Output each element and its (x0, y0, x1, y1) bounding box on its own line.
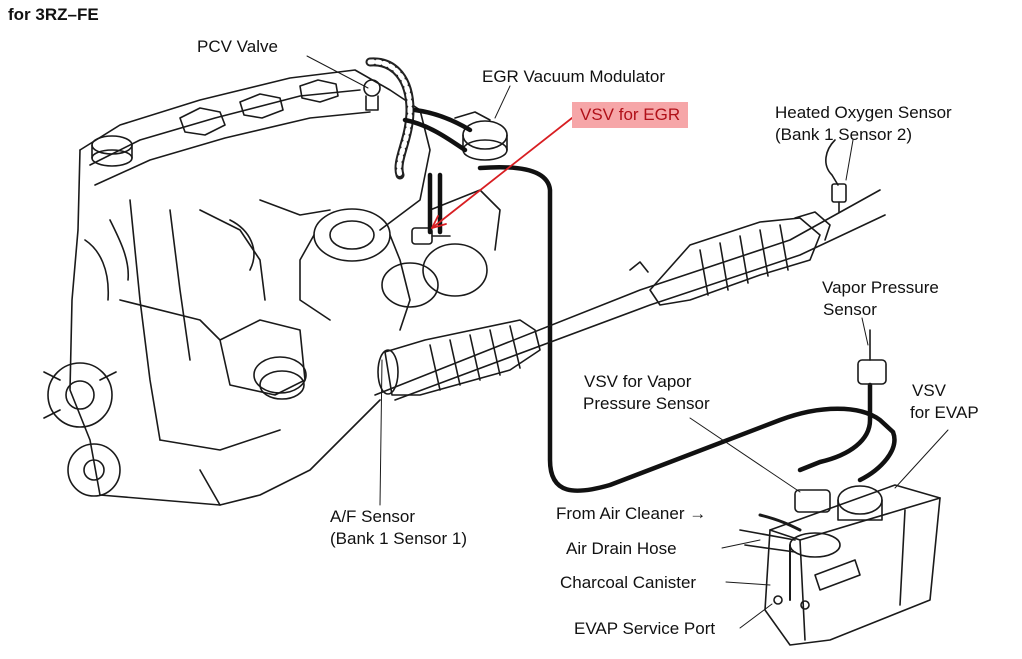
pcv-hose (363, 57, 415, 180)
label-vsv-for-egr: VSV for EGR (572, 102, 689, 128)
engine-block (43, 69, 501, 506)
label-charcoal-canister: Charcoal Canister (560, 573, 697, 592)
label-egr-vacuum-modulator: EGR Vacuum Modulator (482, 67, 665, 86)
vapor-pressure-sensor (857, 329, 887, 385)
label-evap-service-port: EVAP Service Port (574, 619, 716, 638)
egr-vacuum-modulator (454, 111, 508, 161)
label-vsv-for-vapor-pressure-sensor-line2: Pressure Sensor (583, 394, 710, 413)
leader-lines (306, 55, 949, 629)
diagram-title: for 3RZ–FE (8, 5, 99, 24)
label-air-drain-hose: Air Drain Hose (566, 539, 677, 558)
label-pcv-valve: PCV Valve (197, 37, 278, 56)
exhaust-system (374, 189, 886, 401)
label-vsv-for-evap-line2: for EVAP (910, 403, 979, 422)
label-vsv-for-evap: VSV (912, 381, 947, 400)
label-af-sensor-bank: (Bank 1 Sensor 1) (330, 529, 468, 548)
label-vapor-pressure-sensor-line2: Sensor (823, 300, 877, 319)
label-heated-oxygen-sensor-bank: (Bank 1 Sensor 2) (775, 125, 913, 144)
label-heated-oxygen-sensor: Heated Oxygen Sensor (775, 103, 952, 122)
vsv-egr-leader (431, 117, 573, 229)
vsv-egr-body (411, 227, 451, 245)
charcoal-canister (739, 484, 941, 646)
label-vsv-for-vapor-pressure-sensor: VSV for Vapor (584, 372, 692, 391)
heated-oxygen-sensor (825, 139, 847, 213)
label-vapor-pressure-sensor: Vapor Pressure (822, 278, 939, 297)
vacuum-hoses (402, 107, 897, 493)
label-af-sensor: A/F Sensor (330, 507, 416, 526)
label-from-air-cleaner: From Air Cleaner → (556, 504, 707, 523)
